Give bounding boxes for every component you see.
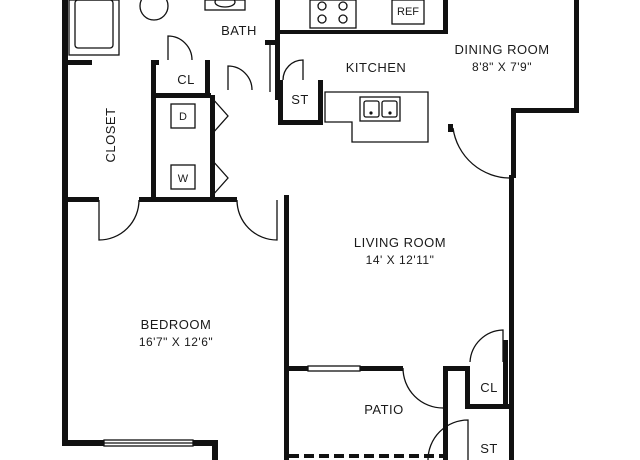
living-room-dims: 14' X 12'11" [366, 253, 435, 267]
washer-label: W [178, 173, 189, 185]
pantry-door-swing [282, 59, 304, 81]
bath-sink-icon [204, 0, 246, 11]
bathtub [68, 0, 120, 56]
dining-door-swing [452, 127, 512, 179]
patio-closet-door-swing [469, 329, 504, 363]
washer-icon [170, 164, 196, 190]
bedroom-label: BEDROOM [141, 317, 212, 332]
bedroom-dims: 16'7" X 12'6" [139, 335, 213, 349]
patio-door-swing [402, 367, 444, 409]
closet-door-swing [227, 65, 253, 91]
kitchen-island [324, 91, 429, 143]
patio-storage-label: ST [480, 441, 498, 456]
dryer-icon [170, 103, 196, 129]
bedroom-window [103, 439, 194, 447]
stove-icon [309, 0, 357, 29]
toilet-icon [139, 0, 169, 21]
bedroom-entry-door-swing [236, 199, 278, 241]
dining-room-label: DINING ROOM [454, 42, 549, 57]
bath-label: BATH [221, 23, 257, 38]
patio-closet-label: CL [480, 380, 498, 395]
patio-window [307, 365, 361, 372]
dryer-label: D [179, 111, 187, 123]
bath-closet-label: CL [177, 72, 195, 87]
kitchen-label: KITCHEN [346, 60, 407, 75]
dining-room-dims: 8'8" X 7'9" [472, 60, 532, 74]
refrigerator-icon [391, 0, 425, 25]
walls [62, 0, 579, 460]
laundry-bifold-lower [211, 159, 229, 197]
kitchen-storage-label: ST [291, 92, 309, 107]
closet-label: CLOSET [103, 107, 118, 162]
ref-label: REF [397, 6, 419, 18]
bedroom-closet-door-swing [98, 199, 140, 241]
bath-door-swing [167, 35, 193, 61]
living-room-label: LIVING ROOM [354, 235, 446, 250]
patio-label: PATIO [364, 402, 404, 417]
laundry-bifold-upper [211, 97, 229, 135]
patio-storage-door-swing [427, 419, 469, 460]
